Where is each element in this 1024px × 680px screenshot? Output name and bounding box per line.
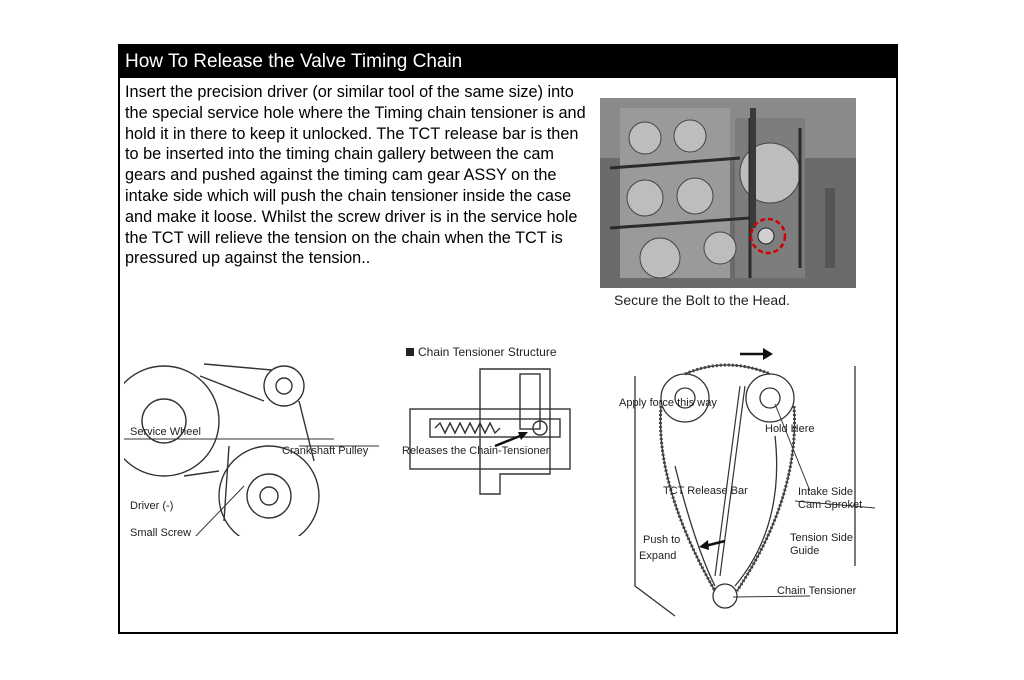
chain-tensioner-structure-diagram: Chain Tensioner Structure Releases the C… [402,345,571,495]
label-screw-driver: Driver (-) [130,500,174,512]
label-push-to: Push to [643,534,680,546]
label-expand: Expand [639,550,676,562]
force-arrow-icon [763,348,773,360]
instruction-text: Insert the precision driver (or similar … [125,83,586,268]
push-arrow-icon [699,540,709,550]
label-cam-sproket: Cam Sproket [798,499,862,511]
highlight-circle-icon [749,217,787,255]
section-title: How To Release the Valve Timing Chain [120,46,896,78]
label-tension-side: Tension Side [790,532,853,544]
instruction-panel: How To Release the Valve Timing Chain In… [118,44,898,634]
label-intake-side: Intake Side [798,486,853,498]
label-guide: Guide [790,545,819,557]
label-apply-force: Apply force this way [619,397,717,409]
label-release-bar: TCT Release Bar [663,485,748,497]
label-chain-tensioner: Chain Tensioner [777,585,857,597]
timing-chain-diagram: Apply force this way Hold Here TCT Relea… [619,348,875,617]
legend-square-icon [406,348,414,356]
engine-head-photo [600,98,856,288]
label-hold-here: Hold Here [765,423,815,435]
label-crankshaft-pulley: Crankshaft Pulley [282,445,369,457]
tensioner-diagram-title: Chain Tensioner Structure [418,345,557,359]
crankshaft-pulley-diagram: Service Wheel Crankshaft Pulley Small Sc… [124,363,379,536]
label-small-screw: Small Screw [130,527,191,536]
photo-caption: Secure the Bolt to the Head. [614,292,790,308]
label-service-wheel: Service Wheel [130,426,201,438]
label-releases-tensioner: Releases the Chain-Tensioner [402,445,550,457]
arrow-icon [518,432,528,440]
